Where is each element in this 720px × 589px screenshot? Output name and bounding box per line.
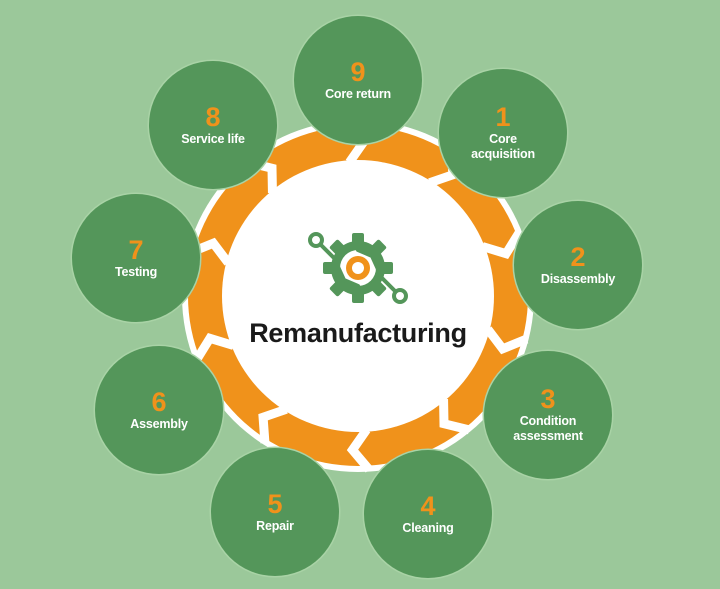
step-4-cleaning: 4 Cleaning <box>366 452 490 576</box>
step-8-service-life: 8 Service life <box>151 63 275 187</box>
step-number: 4 <box>420 490 436 521</box>
step-number: 8 <box>205 101 221 132</box>
step-number: 1 <box>495 102 511 132</box>
step-5-repair: 5 Repair <box>213 450 337 574</box>
step-label: Cleaning <box>402 520 454 535</box>
step-label: Repair <box>256 518 294 533</box>
step-number: 3 <box>540 384 556 414</box>
step-9-core-return: 9 Core return <box>296 18 420 142</box>
step-number: 6 <box>151 386 167 417</box>
step-number: 5 <box>267 488 283 519</box>
gear-circuit-icon <box>304 228 408 308</box>
step-number: 9 <box>350 56 366 87</box>
step-label: Core return <box>325 86 391 101</box>
step-2-disassembly: 2 Disassembly <box>516 203 640 327</box>
step-label: Service life <box>181 131 245 146</box>
step-number: 2 <box>570 241 586 272</box>
step-label: Testing <box>114 264 158 279</box>
step-7-testing: 7 Testing <box>74 196 198 320</box>
step-number: 7 <box>128 234 144 265</box>
step-label: Disassembly <box>540 271 616 286</box>
diagram-title: Remanufacturing <box>249 318 467 348</box>
step-label: Assembly <box>130 416 188 431</box>
step-6-assembly: 6 Assembly <box>97 348 221 472</box>
